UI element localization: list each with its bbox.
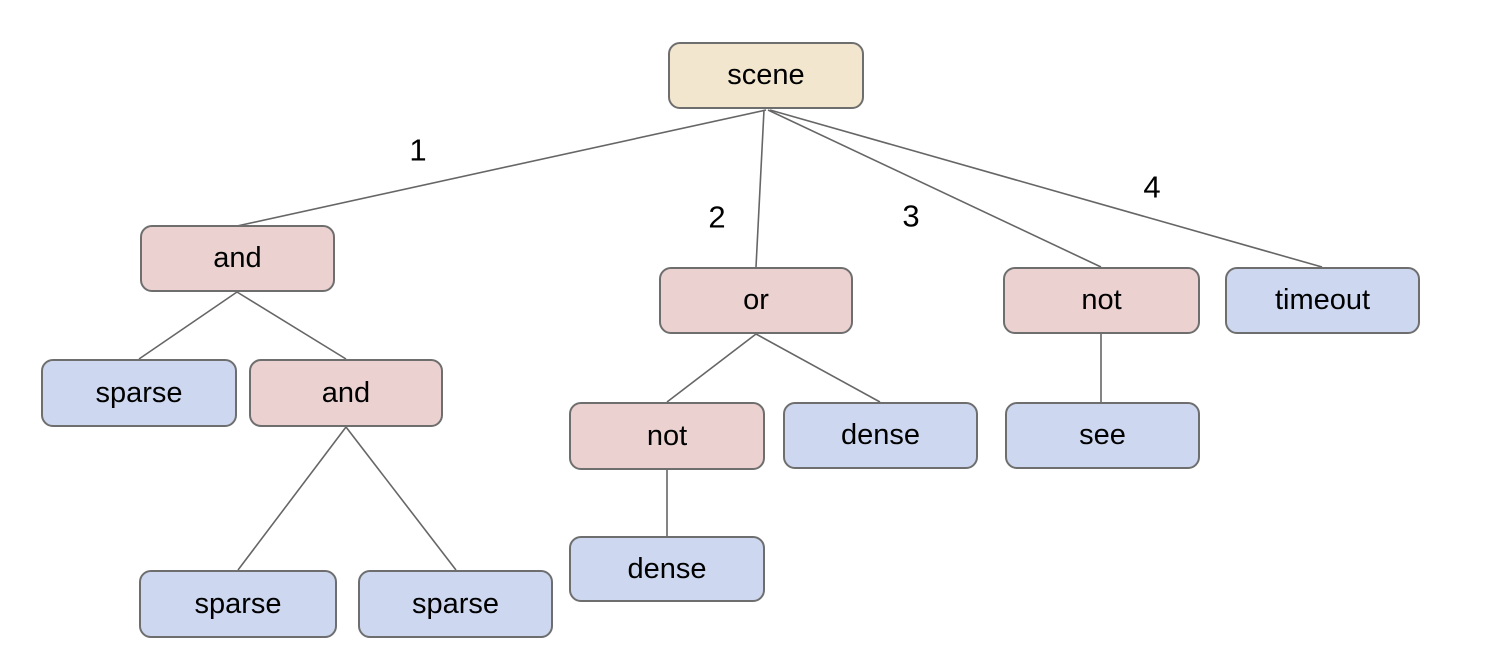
node-see: see xyxy=(1005,402,1200,469)
node-and-2: and xyxy=(249,359,443,427)
edge-scene-or xyxy=(755,109,765,268)
node-scene: scene xyxy=(668,42,864,109)
node-not-2: not xyxy=(569,402,765,470)
edge-label-3: 3 xyxy=(902,198,920,234)
node-or: or xyxy=(659,267,853,334)
edge-label-4: 4 xyxy=(1143,169,1161,205)
node-sparse-3: sparse xyxy=(358,570,553,638)
node-dense-2: dense xyxy=(569,536,765,602)
edge-and2-sparse1 xyxy=(237,426,347,571)
node-not-1: not xyxy=(1003,267,1200,334)
node-sparse-1: sparse xyxy=(41,359,237,427)
edge-scene-and xyxy=(236,109,767,227)
edge-or-not xyxy=(666,333,757,403)
edge-label-2: 2 xyxy=(708,199,726,235)
node-timeout: timeout xyxy=(1225,267,1420,334)
node-and-1: and xyxy=(140,225,335,292)
node-dense-1: dense xyxy=(783,402,978,469)
edge-scene-timeout xyxy=(769,109,1323,268)
edge-scene-not xyxy=(767,109,1102,268)
edge-and2-sparse2 xyxy=(345,426,457,571)
node-sparse-2: sparse xyxy=(139,570,337,638)
edge-and-and xyxy=(236,291,347,360)
edge-label-1: 1 xyxy=(409,132,427,168)
edge-or-dense xyxy=(755,333,881,403)
edge-and-sparse xyxy=(138,291,238,360)
